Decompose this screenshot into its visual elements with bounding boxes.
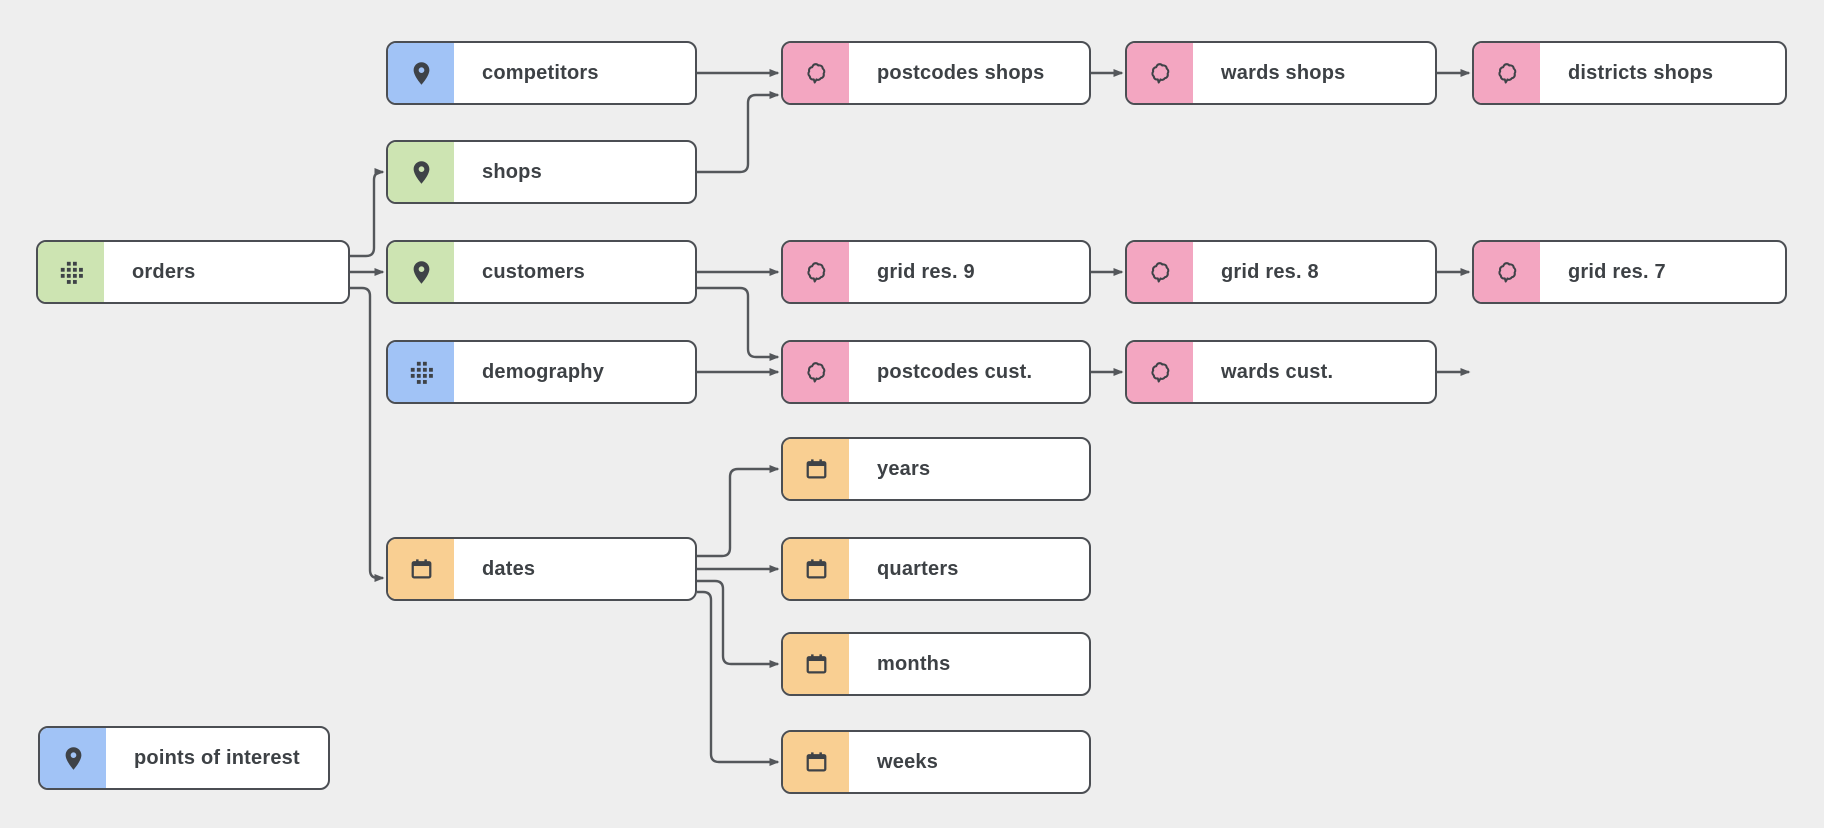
calendar-icon (803, 556, 830, 583)
node-label: orders (132, 260, 196, 283)
node-wards-shops[interactable]: wards shops (1125, 41, 1437, 105)
node-grid-res-9[interactable]: grid res. 9 (781, 240, 1091, 304)
node-label: quarters (877, 557, 959, 580)
node-label: years (877, 457, 931, 480)
calendar-icon (803, 456, 830, 483)
node-quarters[interactable]: quarters (781, 537, 1091, 601)
node-icon-area (388, 342, 454, 402)
node-icon-area (783, 539, 849, 599)
map-region-icon (803, 359, 830, 386)
node-icon-area (783, 43, 849, 103)
node-postcodes-cust[interactable]: postcodes cust. (781, 340, 1091, 404)
map-region-icon (803, 60, 830, 87)
node-icon-area (783, 732, 849, 792)
node-wards-cust[interactable]: wards cust. (1125, 340, 1437, 404)
grid-dots-icon (408, 359, 435, 386)
node-orders[interactable]: orders (36, 240, 350, 304)
node-customers[interactable]: customers (386, 240, 697, 304)
node-districts-shops[interactable]: districts shops (1472, 41, 1787, 105)
node-label: grid res. 7 (1568, 260, 1666, 283)
node-months[interactable]: months (781, 632, 1091, 696)
node-icon-area (388, 43, 454, 103)
node-label: months (877, 652, 951, 675)
node-label: customers (482, 260, 585, 283)
edge-customers-postcodes-cust (697, 286, 780, 361)
node-icon-area (40, 728, 106, 788)
node-icon-area (783, 342, 849, 402)
node-icon-area (388, 539, 454, 599)
node-icon-area (1474, 242, 1540, 302)
node-icon-area (1127, 242, 1193, 302)
node-competitors[interactable]: competitors (386, 41, 697, 105)
map-region-icon (1147, 359, 1174, 386)
node-label: weeks (877, 750, 939, 773)
node-years[interactable]: years (781, 437, 1091, 501)
map-region-icon (1494, 259, 1521, 286)
node-label: shops (482, 160, 542, 183)
node-label: grid res. 9 (877, 260, 975, 283)
node-grid-res-8[interactable]: grid res. 8 (1125, 240, 1437, 304)
node-grid-res-7[interactable]: grid res. 7 (1472, 240, 1787, 304)
node-icon-area (783, 634, 849, 694)
calendar-icon (408, 556, 435, 583)
calendar-icon (803, 749, 830, 776)
node-icon-area (783, 439, 849, 499)
node-label: wards shops (1221, 61, 1346, 84)
node-icon-area (388, 142, 454, 202)
node-icon-area (388, 242, 454, 302)
map-region-icon (1494, 60, 1521, 87)
location-pin-icon (408, 259, 435, 286)
node-label: postcodes cust. (877, 360, 1033, 383)
node-label: postcodes shops (877, 61, 1045, 84)
edge-dates-weeks (697, 590, 780, 766)
node-shops[interactable]: shops (386, 140, 697, 204)
node-label: wards cust. (1221, 360, 1334, 383)
node-label: points of interest (134, 746, 300, 769)
grid-dots-icon (58, 259, 85, 286)
location-pin-icon (60, 745, 87, 772)
node-points-of-interest[interactable]: points of interest (38, 726, 330, 790)
calendar-icon (803, 651, 830, 678)
node-label: demography (482, 360, 605, 383)
edge-dates-years (697, 465, 780, 558)
edge-shops-postcodes-shops (697, 91, 780, 174)
node-demography[interactable]: demography (386, 340, 697, 404)
location-pin-icon (408, 60, 435, 87)
node-dates[interactable]: dates (386, 537, 697, 601)
node-icon-area (1474, 43, 1540, 103)
node-label: competitors (482, 61, 599, 84)
edge-orders-dates (350, 286, 385, 582)
node-weeks[interactable]: weeks (781, 730, 1091, 794)
node-postcodes-shops[interactable]: postcodes shops (781, 41, 1091, 105)
node-icon-area (1127, 342, 1193, 402)
node-icon-area (783, 242, 849, 302)
node-icon-area (1127, 43, 1193, 103)
map-region-icon (1147, 259, 1174, 286)
node-label: grid res. 8 (1221, 260, 1319, 283)
node-label: districts shops (1568, 61, 1714, 84)
edge-dates-months (697, 579, 780, 668)
map-region-icon (1147, 60, 1174, 87)
node-label: dates (482, 557, 536, 580)
node-icon-area (38, 242, 104, 302)
edge-orders-shops (350, 168, 385, 258)
map-region-icon (803, 259, 830, 286)
location-pin-icon (408, 159, 435, 186)
